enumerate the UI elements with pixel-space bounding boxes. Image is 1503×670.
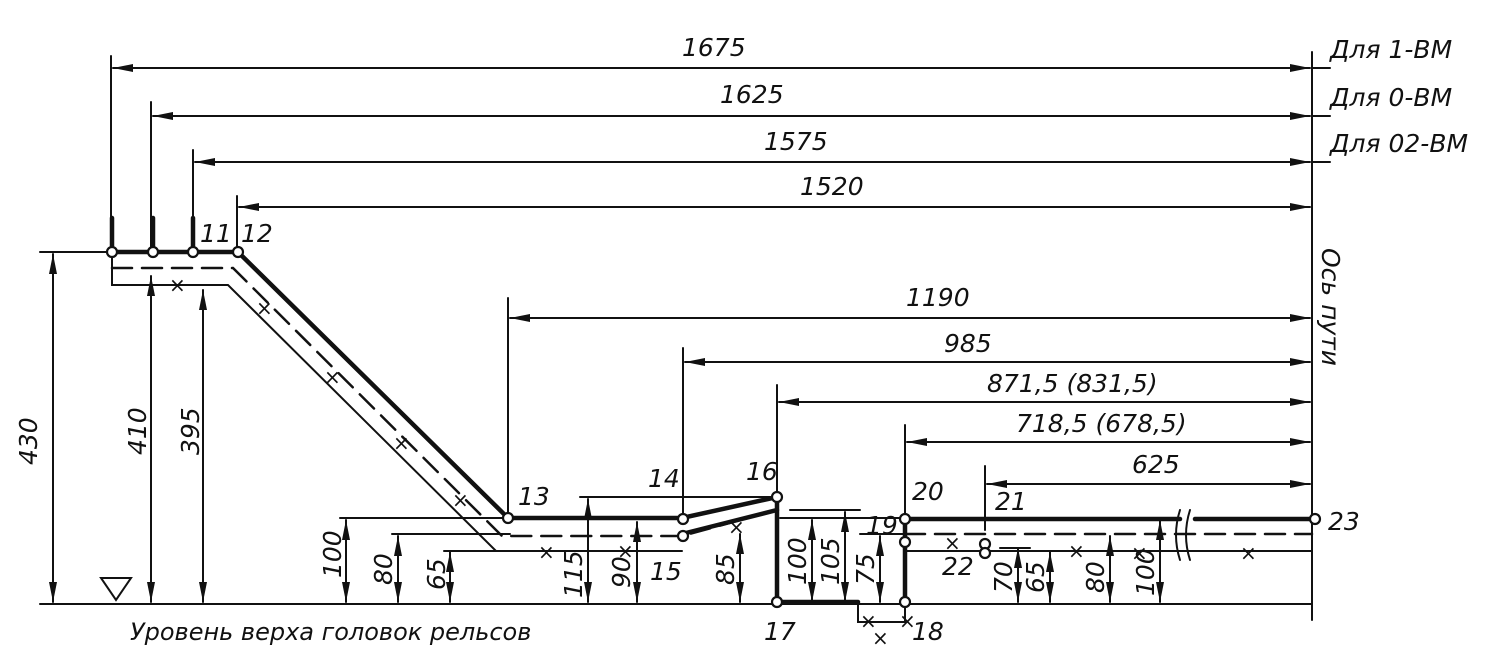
variant-label-2: Для 0-ВМ	[1329, 83, 1452, 112]
point-label-13: 13	[518, 482, 550, 511]
rail-level-caption: Уровень верха головок рельсов	[130, 618, 531, 646]
svg-text:×: ×	[944, 531, 961, 555]
dim-text-105: 105	[816, 537, 845, 585]
dimension-lines	[112, 64, 1331, 488]
variant-label-1: Для 1-ВМ	[1329, 35, 1452, 64]
dim-text-985: 985	[944, 329, 992, 358]
dim-text-75: 75	[851, 553, 880, 585]
dim-text-410: 410	[123, 407, 152, 455]
svg-text:×: ×	[1240, 541, 1257, 565]
svg-text:×: ×	[538, 540, 555, 564]
svg-text:×: ×	[169, 273, 186, 297]
svg-text:×: ×	[728, 515, 745, 539]
dim-text-1190: 1190	[906, 283, 970, 312]
dim-text-65b: 65	[1021, 561, 1050, 593]
point-label-16: 16	[746, 457, 778, 486]
vertical-dimension-lines	[49, 253, 1164, 603]
rail-level-triangle-icon	[99, 577, 133, 602]
dim-text-395: 395	[176, 407, 205, 455]
dim-text-100b: 100	[783, 537, 812, 585]
dim-text-1675: 1675	[682, 33, 746, 62]
svg-text:×: ×	[256, 296, 273, 320]
dim-text-115: 115	[559, 550, 588, 598]
dim-text-80b: 80	[1081, 561, 1110, 593]
svg-text:×: ×	[324, 365, 341, 389]
track-axis-label: Ось пути	[1316, 248, 1345, 366]
svg-text:×: ×	[872, 626, 889, 650]
dim-text-70: 70	[989, 561, 1018, 593]
point-markers	[105, 245, 1322, 609]
point-label-22: 22	[942, 552, 974, 581]
point-label-12: 12	[241, 219, 273, 248]
dim-text-625: 625	[1132, 450, 1180, 479]
point-label-20: 20	[912, 477, 944, 506]
point-label-19: 19	[866, 511, 898, 540]
svg-text:×: ×	[899, 609, 916, 633]
dim-text-80: 80	[369, 553, 398, 585]
svg-text:×: ×	[393, 431, 410, 455]
dim-text-85: 85	[711, 553, 740, 585]
dim-text-871: 871,5 (831,5)	[987, 369, 1158, 398]
point-label-21: 21	[995, 487, 1027, 516]
svg-text:×: ×	[617, 539, 634, 563]
svg-text:×: ×	[1068, 539, 1085, 563]
point-label-18: 18	[912, 617, 944, 646]
gauge-outline-dashed	[110, 266, 1314, 538]
dim-text-65: 65	[422, 558, 451, 590]
svg-text:×: ×	[452, 488, 469, 512]
svg-text:×: ×	[1131, 541, 1148, 565]
dim-text-1520: 1520	[800, 172, 864, 201]
dim-text-718: 718,5 (678,5)	[1016, 409, 1187, 438]
point-label-14: 14	[648, 464, 680, 493]
dim-text-90: 90	[607, 556, 636, 588]
extension-lines	[39, 55, 986, 531]
gauge-outline-thin	[111, 251, 1313, 623]
point-label-15: 15	[650, 557, 682, 586]
dim-text-1625: 1625	[720, 80, 784, 109]
dim-text-100c: 100	[1131, 548, 1160, 596]
point-label-23: 23	[1328, 507, 1360, 536]
dim-text-100a: 100	[318, 530, 347, 578]
variant-label-3: Для 02-ВМ	[1329, 129, 1468, 158]
point-label-17: 17	[764, 617, 796, 646]
svg-text:×: ×	[860, 609, 877, 633]
point-label-11: 11	[200, 219, 232, 248]
cross-marks: × × × × × × × × × × × × × × ×	[169, 273, 1257, 650]
dim-text-430: 430	[14, 417, 43, 465]
dim-text-1575: 1575	[764, 127, 828, 156]
